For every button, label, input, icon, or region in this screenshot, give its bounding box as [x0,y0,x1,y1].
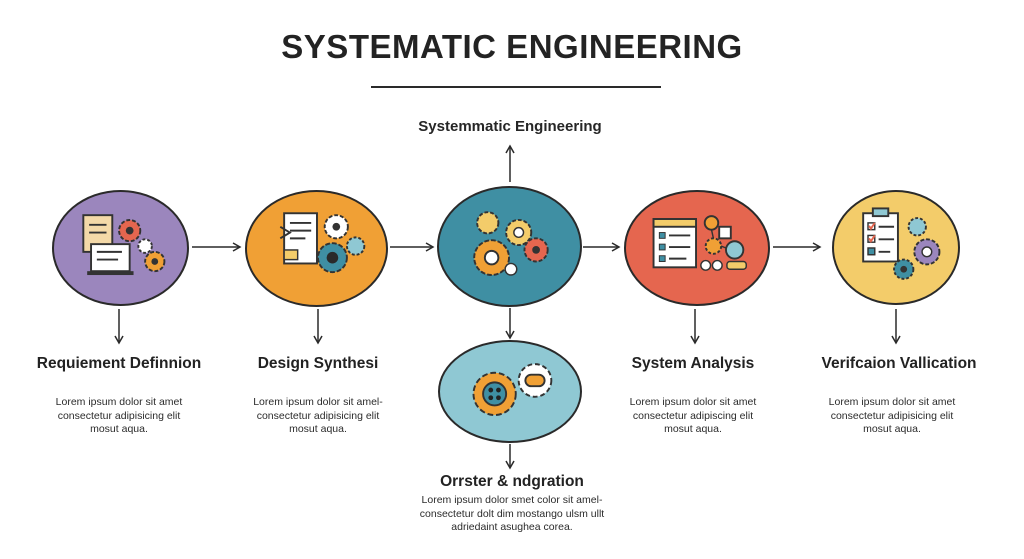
stage-desc-integration: Lorem ipsum dolor smet color sit amel- c… [392,494,632,535]
desc-line: Lorem ipsum dolor sit amet [828,396,956,408]
dashboard-network-icon [652,215,747,271]
integration-gears-icon [472,363,553,417]
title-underline [371,86,661,88]
stage-label-integration: Orrster & ndgration [440,473,584,490]
desc-line: consectetur adipisicing elit [830,409,954,422]
stage-label-verification: Verifcaion Vallication [821,355,977,372]
desc-line: Lorem ipsum dolor sit amel- [253,396,383,408]
blueprint-gears-icon [279,212,366,274]
stage-node-analysis [624,190,770,306]
desc-line: consectetur adipiscing elit [632,409,754,422]
desc-line: mosut aqua. [90,423,148,435]
stage-label-analysis: System Analysis [631,355,755,372]
desc-line: mosut aqua. [863,423,921,435]
stage-node-verification [832,190,960,305]
desc-line: adriedaint asughea corea. [451,521,573,533]
stage-node-requirement [52,190,189,306]
stage-node-design [245,190,388,307]
checklist-gears-icon [862,207,941,280]
stage-desc-design: Lorem ipsum dolor sit amel- consectetur … [208,396,428,437]
desc-line: consectetur adipisicing elit [57,409,181,422]
desc-line: mosut aqua. [664,423,722,435]
stage-label-design: Design Synthesi [257,355,379,372]
diagram-subtitle: Systemmatic Engineering [418,118,602,135]
desc-line: consectetur adipisicing elit [256,409,380,422]
stage-node-center [437,186,582,307]
gears-cluster-icon [473,211,549,276]
desc-line: mosut aqua. [289,423,347,435]
desc-line: Lorem ipsum dolor smet color sit amel- [421,494,603,506]
stage-label-requirement: Requiement Definnion [36,355,202,372]
stage-desc-analysis: Lorem ipsum dolor sit amet consectetur a… [583,396,803,437]
document-gears-icon [82,214,166,276]
desc-line: Lorem ipsum dolor sit amet [629,396,757,408]
stage-desc-verification: Lorem ipsum dolor sit amet consectetur a… [782,396,1002,437]
desc-line: consectetur dolt dim mostango ulsm ullt [419,507,605,520]
desc-line: Lorem ipsum dolor sit amet [55,396,183,408]
stage-desc-requirement: Lorem ipsum dolor sit amet consectetur a… [9,396,229,437]
diagram-title: SYSTEMATIC ENGINEERING [281,28,743,65]
stage-node-integration [438,340,582,443]
